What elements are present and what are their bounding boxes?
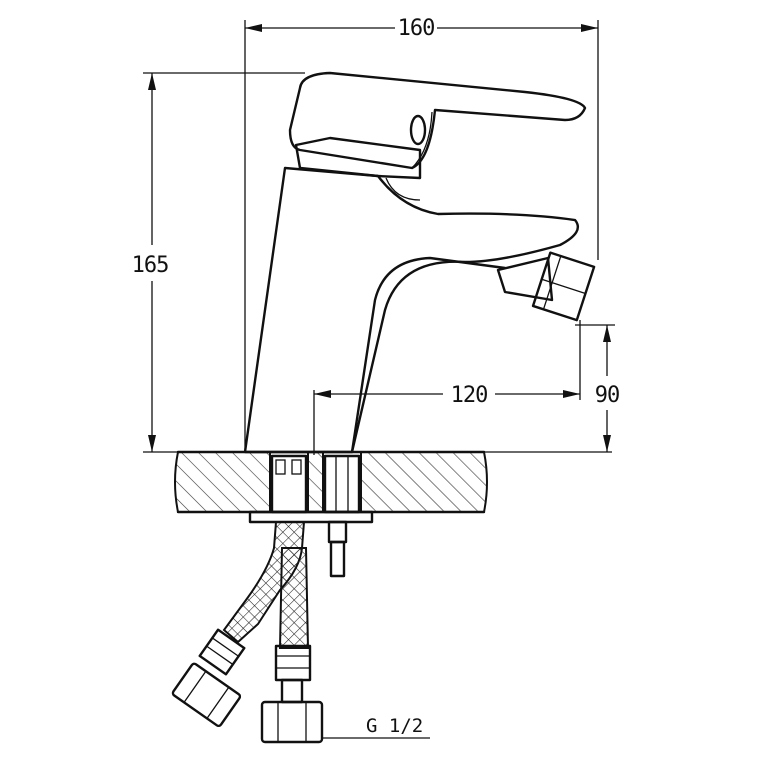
thread-callout: G 1/2 [322,715,430,739]
dimension-height: 165 [132,72,305,453]
dimension-width-label: 160 [398,16,435,41]
countertop-section [174,450,612,514]
dimension-spout-height-label: 90 [595,383,620,408]
faucet-body [243,71,596,454]
dimension-spout-height: 90 [575,320,623,452]
dimension-width: 160 [244,10,599,452]
thread-label: G 1/2 [366,715,423,737]
dimension-height-label: 165 [132,253,169,278]
mounting-parts [248,454,374,578]
dimension-spout-reach-label: 120 [451,383,488,408]
flex-hoses [171,521,324,744]
dimension-spout-reach: 120 [313,378,580,455]
hose-nut-right [260,700,324,744]
